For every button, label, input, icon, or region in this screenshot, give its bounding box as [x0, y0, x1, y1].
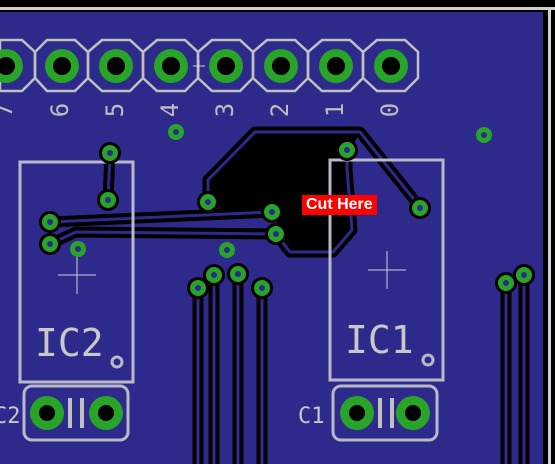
copper-cut-region: [212, 136, 358, 250]
ic1-outline: [328, 158, 445, 382]
vias: [39, 124, 535, 299]
pin-label-5: 5: [101, 103, 129, 117]
ic2-designator: IC2: [35, 321, 104, 365]
cut-here-label: Cut Here: [302, 195, 377, 215]
ic2-outline: [18, 160, 135, 384]
pin-label-7: 7: [0, 103, 18, 117]
pin-label-1: 1: [321, 103, 349, 117]
pin-labels: 7 6 5 4 3 2 1 0: [0, 103, 404, 117]
pin-header: [0, 38, 420, 93]
pin-label-0: 0: [376, 103, 404, 117]
pin-label-3: 3: [211, 103, 239, 117]
pin-label-2: 2: [266, 103, 294, 117]
capacitor-c1: [331, 384, 439, 442]
origin-crosses: [58, 251, 406, 294]
capacitor-c2: [22, 384, 130, 442]
c1-designator: C1: [298, 404, 325, 429]
pin-label-4: 4: [156, 103, 184, 117]
ic1-designator: IC1: [345, 318, 414, 362]
board-outline-right: [548, 7, 551, 464]
board-outline-top: [0, 7, 555, 10]
traces: [48, 130, 526, 464]
pin-label-6: 6: [46, 103, 74, 117]
c2-designator: C2: [0, 404, 21, 429]
